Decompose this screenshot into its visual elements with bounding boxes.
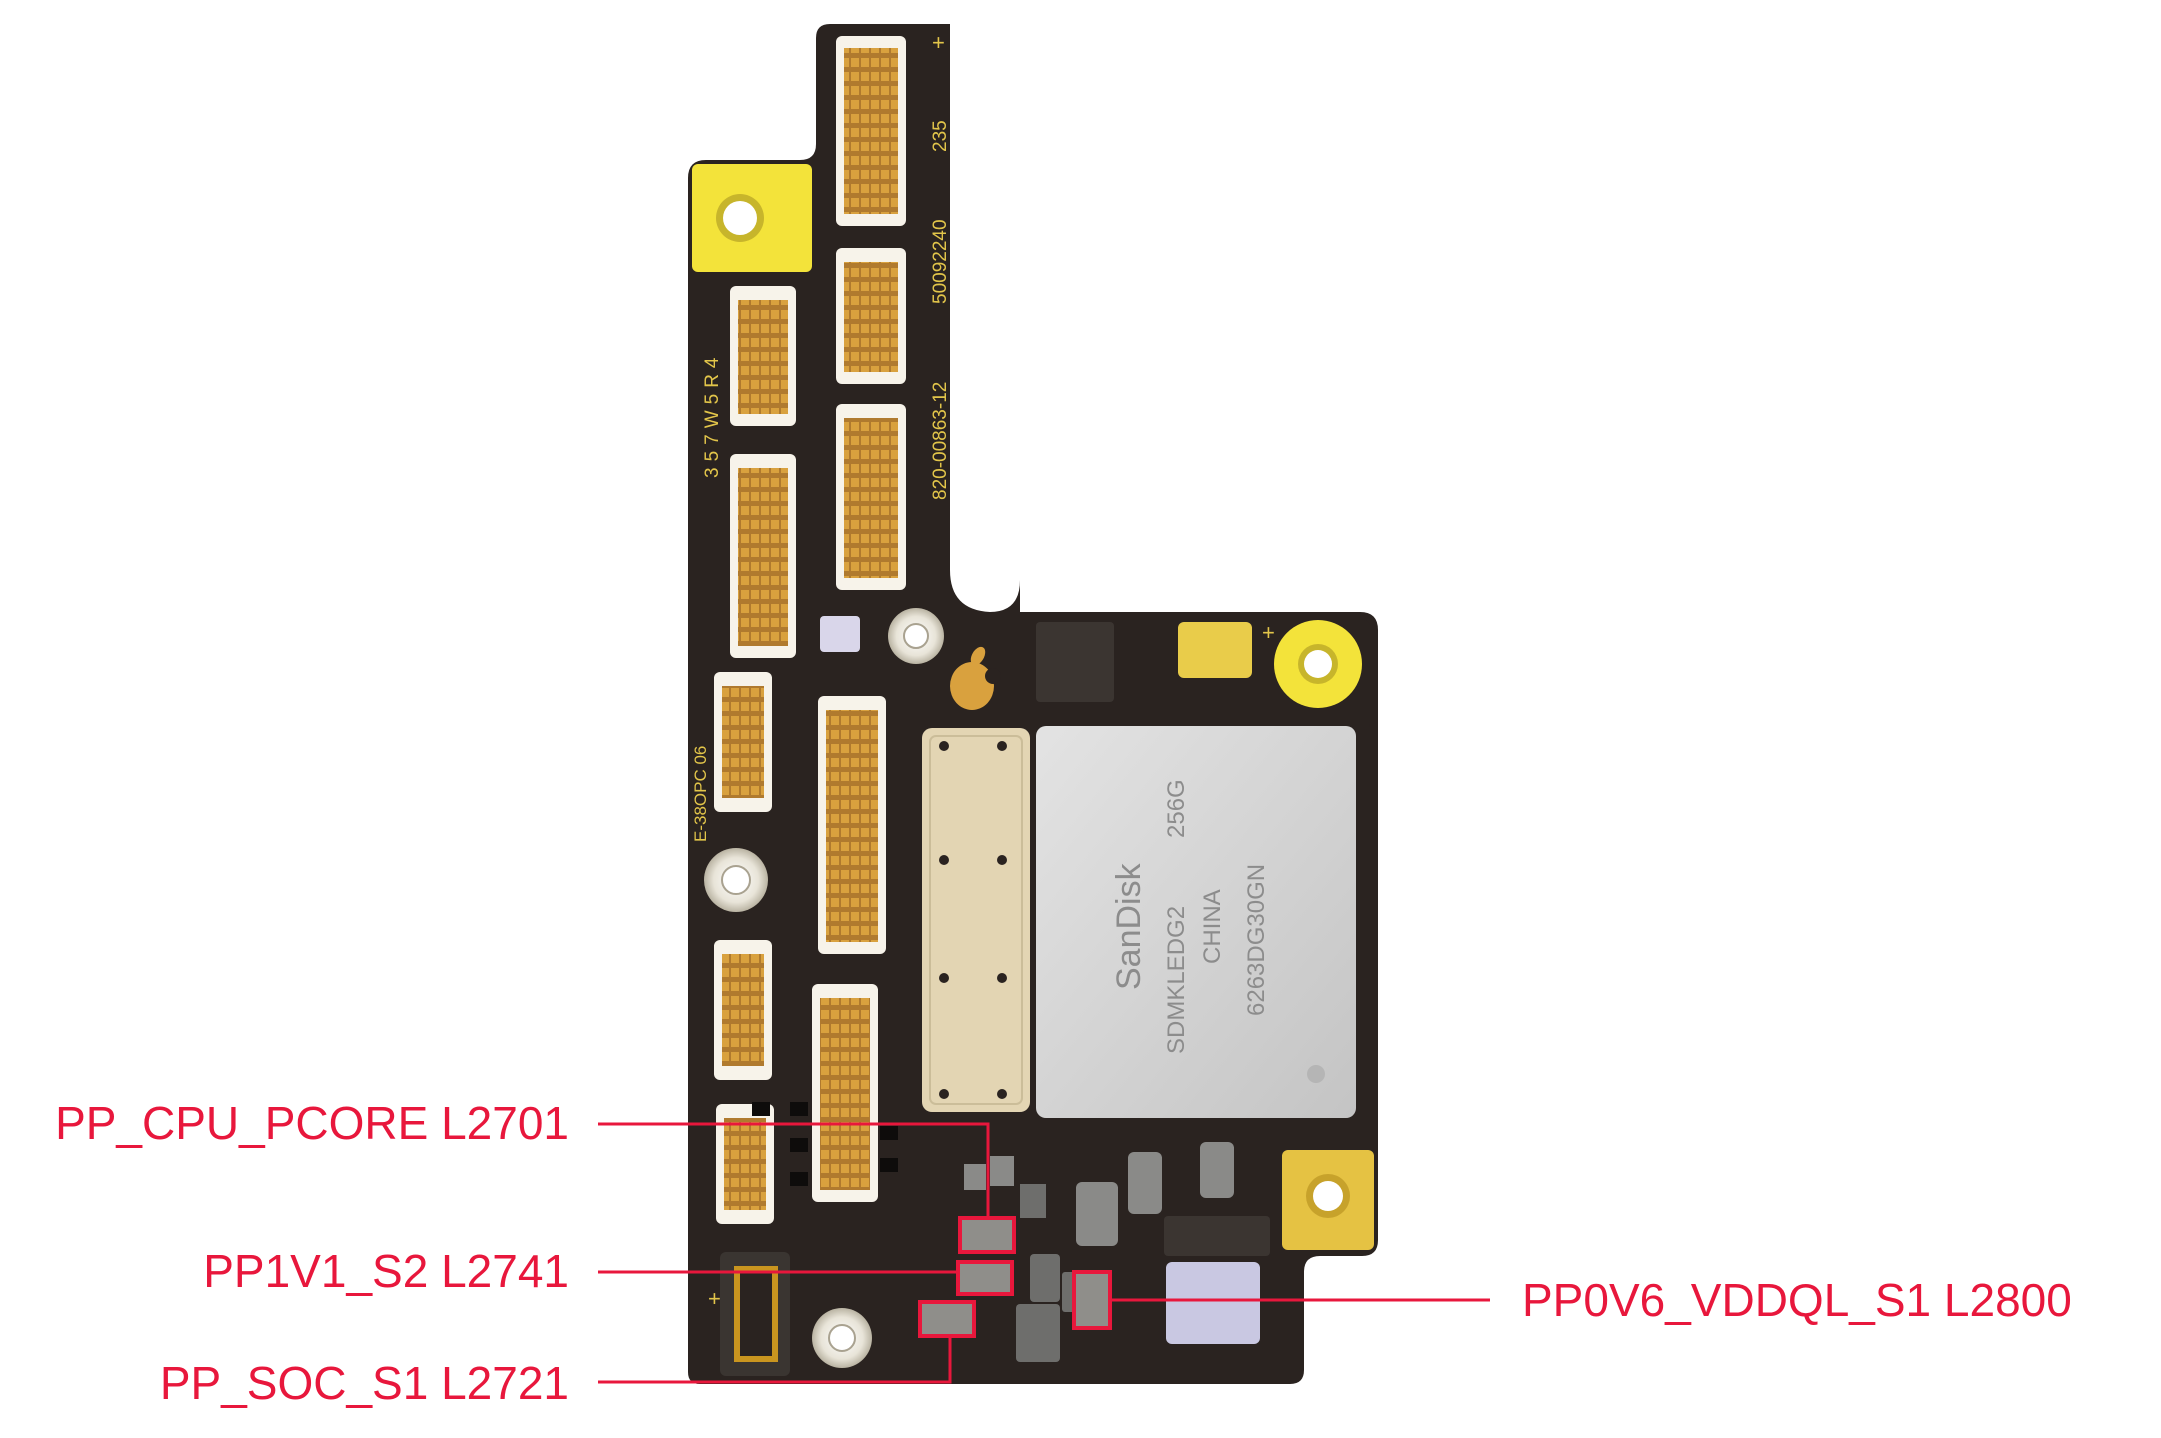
callout-pp-cpu-pcore: PP_CPU_PCORE L2701 [55,1097,569,1149]
nand-brand: SanDisk [1110,862,1148,990]
silk-serial-code: 50092240 [930,219,951,304]
leader-pp-soc-s1 [598,1336,952,1384]
small-components [752,616,1270,1362]
callout-pp0v6-vddql-s1: PP0V6_VDDQL_S1 L2800 [1522,1274,2072,1326]
apple-logo-icon [950,646,1001,710]
silkscreen-markings: 820-00863-12 50092240 235 357W5R4 E-38OP… [691,30,1275,1311]
connector-upper-left [730,286,796,426]
board-connectors [714,36,906,1376]
nand-markings: SanDisk SDMKLEDG2 256G CHINA 6263DG30GN [1110,779,1270,1054]
connector-left-lower [714,672,772,812]
silk-pcb-code: E-38OPC 06 [691,746,710,842]
mount-holes [704,608,944,1368]
ground-pad-bottom-right [1282,1150,1374,1250]
nand-origin: CHINA [1199,889,1226,964]
leader-pp-cpu-pcore [598,1122,990,1218]
nand-flash-chip [1036,726,1356,1118]
callout-pp1v1-s2: PP1V1_S2 L2741 [203,1245,569,1297]
silk-part-number: 820-00863-12 [930,382,951,500]
silk-lot-code: 357W5R4 [702,352,723,479]
connector-left-bottom [714,940,772,1080]
connector-upper-right [836,248,906,384]
ground-pad-top-right [1250,620,1370,730]
ground-pad-top-left [692,164,812,272]
silk-plus-battery: + [708,1286,721,1311]
connector-battery [720,1252,790,1376]
silk-plus-right: + [1262,620,1275,645]
connector-center-bottom [812,984,878,1202]
connector-mid-left [730,454,796,658]
connector-top-long [836,36,906,226]
emi-shield [922,728,1030,1112]
silk-plus-top: + [932,30,945,55]
callout-pp-soc-s1: PP_SOC_S1 L2721 [159,1357,569,1409]
connector-bottom-left [716,1104,774,1224]
nand-model: SDMKLEDG2 [1163,906,1190,1054]
callout-leader-lines [598,1122,1490,1384]
nand-lot: 6263DG30GN [1243,864,1270,1016]
connector-mid-right [836,404,906,590]
nand-capacity: 256G [1163,779,1190,838]
silk-rev-code: 235 [930,120,951,152]
connector-center-long [818,696,886,954]
